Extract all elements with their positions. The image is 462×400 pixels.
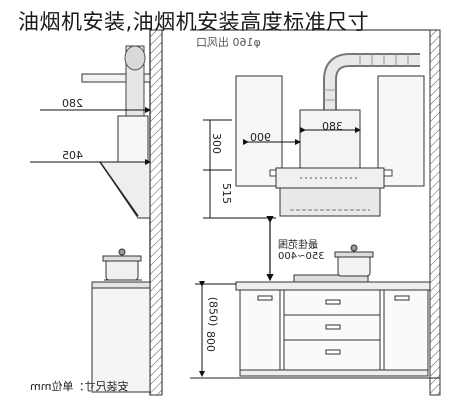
side-upper-cabinet	[81, 73, 151, 83]
front-chimney	[299, 109, 361, 169]
dimension-380: 380	[322, 120, 343, 133]
side-counter	[91, 283, 151, 393]
side-hood-body	[99, 161, 151, 219]
best-range-label: 最佳范围	[278, 240, 318, 251]
footer-unit-note: 安装尺寸：单位mm	[30, 380, 129, 393]
lower-cabinet-right	[383, 289, 429, 371]
dimension-515: 515	[220, 183, 233, 204]
upper-cabinet-left	[235, 75, 283, 187]
countertop	[235, 281, 431, 291]
dimension-280: 280	[62, 97, 83, 110]
dimension-800: 800	[204, 331, 217, 352]
page-title: 油烟机安装,油烟机安装高度标准尺寸	[18, 10, 370, 34]
plinth	[239, 369, 429, 377]
dimension-850: (850)	[206, 296, 220, 327]
lower-cabinet-left	[239, 289, 281, 371]
range-hood	[275, 167, 385, 217]
outlet-label: φ160 出风口	[196, 36, 261, 49]
best-range-value: 350~400	[278, 251, 325, 262]
dimension-405: 405	[62, 149, 83, 162]
side-chimney	[117, 115, 149, 163]
front-view	[190, 29, 441, 396]
side-wall	[149, 29, 163, 396]
upper-cabinet-right	[377, 75, 425, 187]
burner-icon	[293, 274, 369, 283]
pot-icon	[334, 244, 374, 277]
dimension-900: 900	[250, 131, 271, 144]
side-pot-icon	[102, 248, 142, 281]
dimension-300: 300	[210, 133, 223, 154]
side-view	[30, 29, 163, 396]
front-wall	[429, 29, 441, 396]
